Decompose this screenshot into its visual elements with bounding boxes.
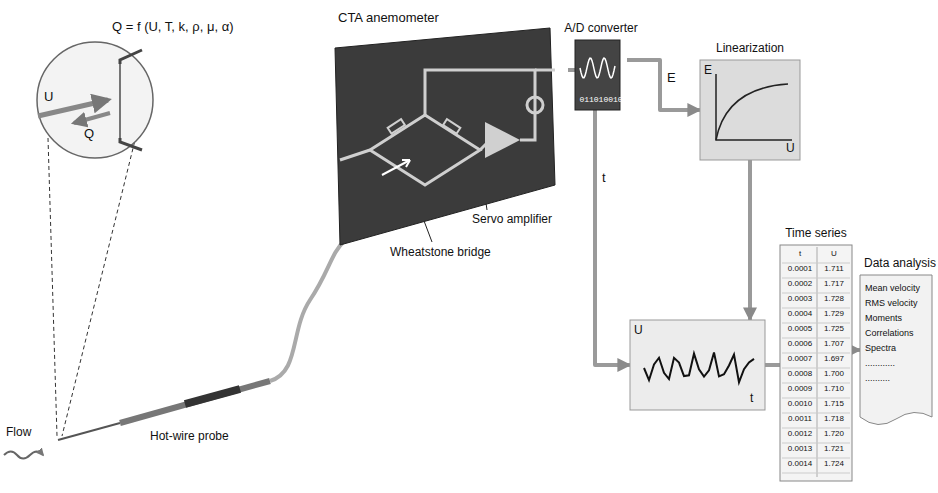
table-cell: 1.720 xyxy=(818,429,850,438)
formula: Q = f (U, T, k, ρ, μ, α) xyxy=(112,20,233,35)
table-cell: 0.0011 xyxy=(784,414,816,423)
time-series-sheet: Time seriestU0.00011.7110.00021.7170.000… xyxy=(780,245,852,481)
node-text: .......... xyxy=(860,371,938,386)
edge-label: E xyxy=(665,70,678,85)
probe-label: Hot-wire probe xyxy=(150,430,229,444)
table-cell: 0.0008 xyxy=(784,369,816,378)
probe-prong xyxy=(120,50,142,64)
signal-pipe xyxy=(748,160,752,320)
table-cell: 1.728 xyxy=(818,294,850,303)
node-text: Correlations xyxy=(860,326,938,341)
table-cell: 0.0013 xyxy=(784,444,816,453)
table-cell: 0.0004 xyxy=(784,309,816,318)
table-cell: 1.710 xyxy=(818,384,850,393)
zoom-line xyxy=(48,138,57,436)
table-cell: 1.697 xyxy=(818,354,850,363)
converter-box: A/D converter011010010 xyxy=(575,40,627,110)
signal-pipe xyxy=(568,68,575,72)
node-heading: Data analysis xyxy=(864,256,936,270)
table-cell: 0.0012 xyxy=(784,429,816,438)
flow-label: Flow xyxy=(6,426,31,440)
node-text: 011010010 xyxy=(579,95,622,104)
axis-label: U xyxy=(786,142,795,156)
axis-label: E xyxy=(704,64,712,78)
table-cell: 1.711 xyxy=(818,264,850,273)
flow-arrow xyxy=(4,452,43,459)
signal-plot-shape xyxy=(630,320,765,410)
table-cell: 0.0009 xyxy=(784,384,816,393)
signal-pipe xyxy=(852,348,860,352)
table-cell: 1.721 xyxy=(818,444,850,453)
zoom-line xyxy=(62,128,138,436)
probe-cable xyxy=(270,240,345,381)
edge-label: t xyxy=(600,170,608,185)
linearization-panel-shape xyxy=(700,60,800,160)
node-text: Mean velocity xyxy=(860,281,938,296)
node-text: Spectra xyxy=(860,341,938,356)
analysis-sheet: Data analysisMean velocityRMS velocityMo… xyxy=(860,275,938,425)
node-heading: Time series xyxy=(785,226,847,240)
node-heading: A/D converter xyxy=(564,21,637,35)
table-cell: 1.707 xyxy=(818,339,850,348)
amplifier-label: Servo amplifier xyxy=(470,213,554,227)
table-cell: 1.715 xyxy=(818,399,850,408)
table-cell: 1.725 xyxy=(818,324,850,333)
node-heading: U xyxy=(634,323,643,337)
table-cell: 0.0010 xyxy=(784,399,816,408)
linearization-panel: LinearizationEU xyxy=(700,60,800,160)
node-text: Moments xyxy=(860,311,938,326)
table-header: U xyxy=(818,249,850,258)
table-cell: 0.0014 xyxy=(784,459,816,468)
signal-pipe xyxy=(765,363,780,367)
table-cell: 0.0003 xyxy=(784,294,816,303)
table-cell: 1.729 xyxy=(818,309,850,318)
node-text: ............ xyxy=(860,356,938,371)
zoom-circle xyxy=(37,42,153,158)
table-cell: 0.0006 xyxy=(784,339,816,348)
table-cell: 0.0001 xyxy=(784,264,816,273)
probe-stem xyxy=(58,423,120,440)
node-heading: Linearization xyxy=(716,41,784,55)
velocity-symbol: U xyxy=(44,90,53,105)
probe-body xyxy=(120,381,270,423)
table-cell: 0.0007 xyxy=(784,354,816,363)
signal-pipe xyxy=(595,110,630,365)
bridge-label: Wheatstone bridge xyxy=(388,246,493,260)
node-text: RMS velocity xyxy=(860,296,938,311)
probe-sleeve xyxy=(185,389,240,404)
table-cell: 1.700 xyxy=(818,369,850,378)
table-cell: 1.718 xyxy=(818,414,850,423)
signal-plot: Ut xyxy=(630,320,765,410)
heat-symbol: Q xyxy=(84,127,94,142)
table-cell: 0.0005 xyxy=(784,324,816,333)
probe-prong xyxy=(120,138,142,150)
table-cell: 1.717 xyxy=(818,279,850,288)
table-header: t xyxy=(784,249,816,258)
table-cell: 0.0002 xyxy=(784,279,816,288)
heat-arrow xyxy=(74,113,110,123)
table-cell: 1.724 xyxy=(818,459,850,468)
hot-wire xyxy=(119,64,120,138)
signal-pipe xyxy=(627,60,700,110)
axis-label: t xyxy=(750,392,753,406)
node-heading: CTA anemometer xyxy=(330,10,568,25)
